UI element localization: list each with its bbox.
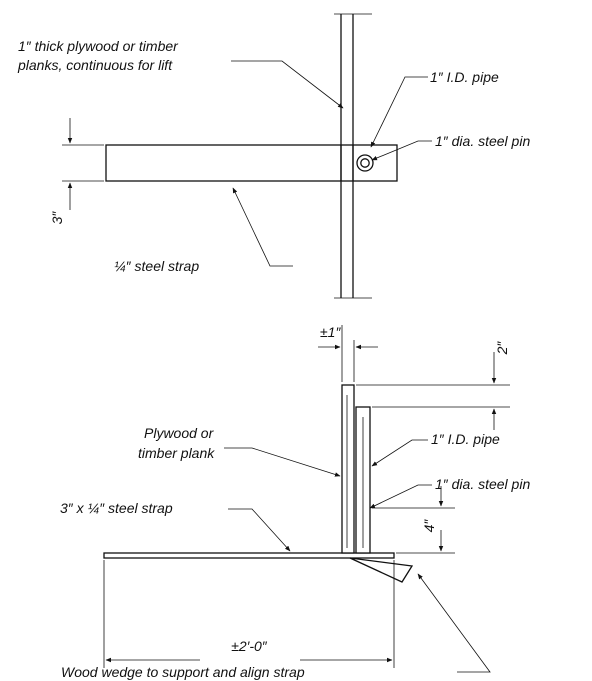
top-dim-label: 2″	[494, 341, 510, 356]
plan-pin-label: 1″ dia. steel pin	[435, 133, 530, 149]
plan-plank-label-line1: 1″ thick plywood or timber	[18, 38, 179, 54]
plan-view: 3″ 1″ thick plywood or timber planks, co…	[17, 13, 530, 299]
elevation-pin-label: 1″ dia. steel pin	[435, 476, 530, 492]
plan-strap-label: ¼″ steel strap	[114, 258, 199, 274]
plan-pipe-label: 1″ I.D. pipe	[430, 69, 499, 85]
elevation-view: ±1″ 2″ 4″ ±2′-0″ Plywood or timber plank…	[60, 324, 530, 680]
elevation-plank	[341, 384, 355, 554]
elevation-plank-label-line1: Plywood or	[144, 425, 215, 441]
plan-pin	[360, 158, 370, 168]
elevation-wood-wedge	[349, 557, 414, 583]
elevation-plank-label-line2: timber plank	[138, 445, 215, 461]
strap-width-dim-label: 3″	[49, 211, 65, 225]
plan-steel-strap	[105, 144, 398, 182]
elevation-strap-label: 3″ x ¼″ steel strap	[60, 500, 173, 516]
height-dim-label: 4″	[421, 519, 437, 533]
plan-plank-label-line2: planks, continuous for lift	[17, 57, 173, 73]
elevation-steel-strap	[103, 552, 395, 559]
elevation-pipe-label: 1″ I.D. pipe	[431, 431, 500, 447]
offset-dim-label: ±1″	[320, 324, 341, 340]
wedge-label: Wood wedge to support and align strap	[61, 664, 305, 680]
length-dim-label: ±2′-0″	[231, 638, 268, 654]
